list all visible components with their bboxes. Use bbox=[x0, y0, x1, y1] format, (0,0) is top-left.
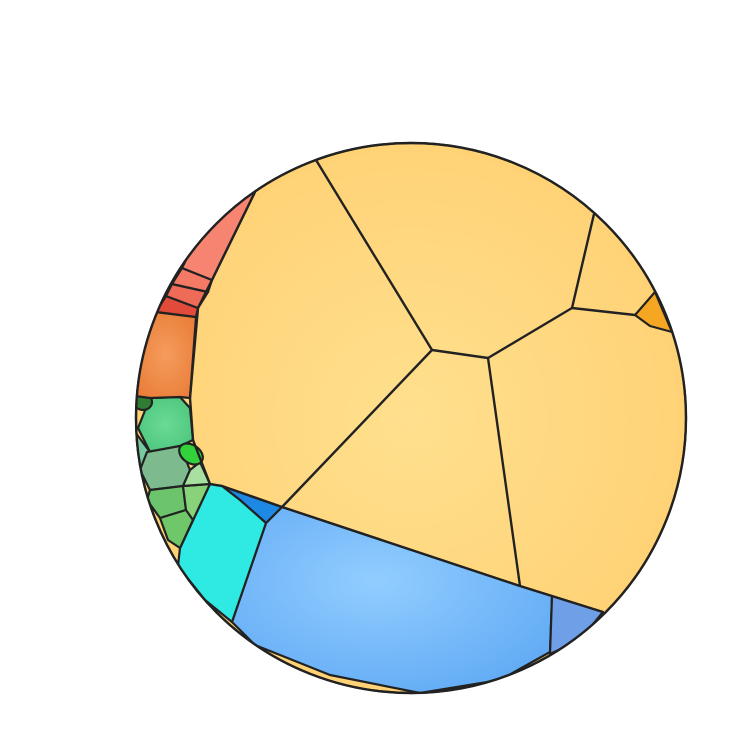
cell-green-6 bbox=[158, 508, 195, 550]
cell-boundaries bbox=[188, 159, 636, 614]
cell-cyan bbox=[176, 482, 268, 624]
cell-large-right bbox=[488, 308, 686, 612]
